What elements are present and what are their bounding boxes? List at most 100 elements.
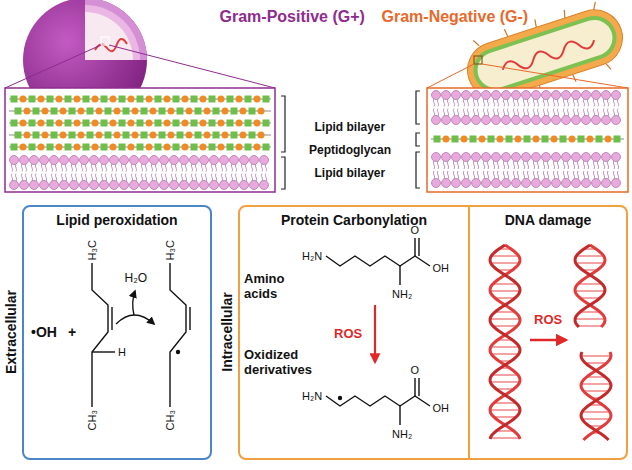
sugar-unit [249,108,256,115]
sugar-unit [191,120,198,127]
base-pair [491,262,520,264]
sugar-unit [159,108,166,115]
lipid-head [472,91,481,100]
base-pair [493,325,517,327]
lipid-head [532,179,541,188]
peptide-unit [92,120,99,127]
lipid-tail [603,171,604,179]
lipid-tail [463,161,464,169]
lipid-tail [447,99,448,107]
lipid-tail [453,99,454,107]
sugar-unit [83,96,90,103]
sugar-unit [137,144,144,151]
sugar-unit [195,132,202,139]
lipid-tail [457,171,458,179]
peptide-unit [38,120,45,127]
sugar-unit [209,96,216,103]
lipid-head [10,181,19,190]
lipid-tail [537,161,538,169]
lipid-head [562,153,571,162]
lipid-head [572,91,581,100]
lipid-head [532,91,541,100]
lipid-head [250,181,259,190]
lipid-tail [517,171,518,179]
lipid-head [240,181,249,190]
sugar-unit [65,144,72,151]
lipid-head [70,181,79,190]
peptide-unit [218,120,225,127]
plus-sign: + [68,324,76,340]
lipid-head [190,156,199,165]
peptide-unit [146,144,153,151]
base-pair [492,374,518,376]
peptide-unit [24,108,31,115]
sugar-unit [105,132,112,139]
lipid-tail [201,164,202,172]
lipid-tail [437,161,438,169]
lipid-tail [507,99,508,107]
lipid-tail [563,171,564,179]
peptide-unit [222,108,229,115]
lipid-tail [45,164,46,172]
lipid-head [472,153,481,162]
lipid-tail [443,99,444,107]
lipid-tail [31,164,32,172]
lipid-head [180,181,189,190]
lipid-head [150,156,159,165]
lipid-head [482,153,491,162]
lipid-tail [487,161,488,169]
lipid-tail [453,161,454,169]
peptide-unit [222,132,229,139]
base-pair [494,402,516,404]
lipid-tail [573,161,574,169]
sugar-unit [15,108,22,115]
base-pair [578,325,602,327]
peptide-unit [20,96,27,103]
lipid-tail [473,161,474,169]
lipid-tail [111,174,112,182]
sugar-unit [173,120,180,127]
lipid-head [602,179,611,188]
agent-label: ROS [534,313,562,328]
lipid-tail [171,164,172,172]
lipid-head [492,153,501,162]
lipid-tail [567,109,568,117]
lipid-tail [443,161,444,169]
peptide-unit [128,96,135,103]
base-pair [490,290,520,292]
lipid-tail [457,161,458,169]
peptide-unit [182,96,189,103]
peptide-unit [240,132,247,139]
lipid-head [160,156,169,165]
lipid-tail [131,164,132,172]
lipid-tail [75,164,76,172]
lipid-tail [593,99,594,107]
peptide-unit [254,96,261,103]
lipid-head [572,116,581,125]
lipid-head [170,181,179,190]
lipid-tail [161,164,162,172]
lipid-head [120,156,129,165]
lipid-tail [235,174,236,182]
sugar-unit [596,136,603,143]
lipid-head [482,91,491,100]
lipid-tail [181,164,182,172]
lipid-tail [573,171,574,179]
lipid-tail [195,164,196,172]
lipid-head [592,91,601,100]
sugar-unit [47,120,54,127]
sugar-unit [173,96,180,103]
lipid-tail [573,99,574,107]
base-pair [582,418,610,420]
lipid-tail [231,174,232,182]
lipid-tail [41,174,42,182]
lipid-tail [231,164,232,172]
lipid-tail [493,99,494,107]
peptide-unit [479,136,486,143]
peptide-unit [56,96,63,103]
lipid-tail [453,171,454,179]
lipid-tail [171,174,172,182]
lipid-tail [587,171,588,179]
panel-heading: Lipid peroxidation [24,207,210,228]
lipid-tail [453,109,454,117]
